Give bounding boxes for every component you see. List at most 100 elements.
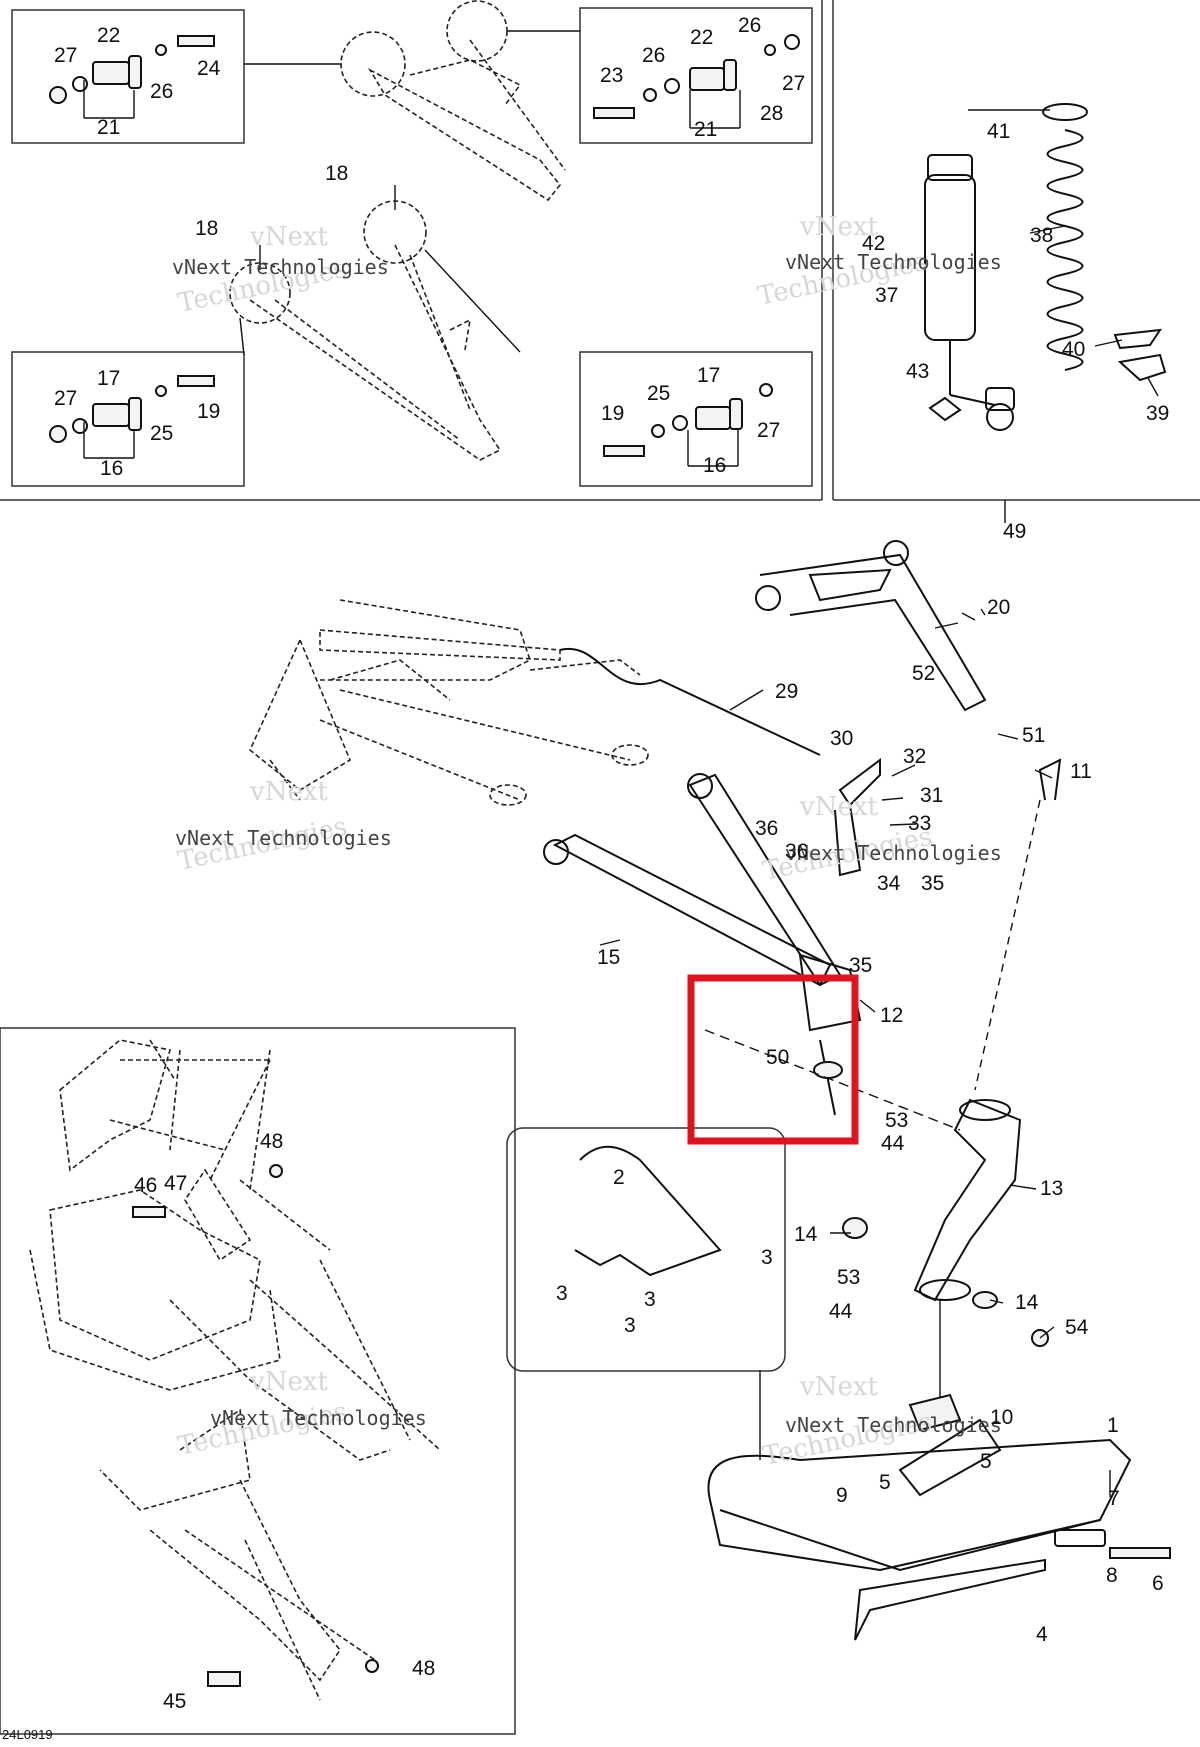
part-label: 35 [849, 954, 872, 977]
inset-bushing-upper-left [11, 9, 245, 144]
shock-absorber-drawing [924, 103, 1167, 431]
part-label: 17 [697, 364, 720, 387]
part-label: 39 [1146, 402, 1169, 425]
part-label: 29 [775, 680, 798, 703]
bushing-kits [49, 34, 800, 467]
part-label: 19 [601, 402, 624, 425]
part-label: 43 [906, 360, 929, 383]
part-label: 18 [325, 162, 348, 185]
part-label: 48 [412, 1657, 435, 1680]
part-label: 37 [875, 284, 898, 307]
part-label: 20 [987, 596, 1010, 619]
part-label: 45 [163, 1690, 186, 1713]
frame-structure-panel [0, 1027, 516, 1735]
part-label: 27 [54, 387, 77, 410]
part-label: 36 [785, 840, 808, 863]
part-label: 31 [920, 784, 943, 807]
ski-handle-inset [506, 1127, 786, 1372]
part-number-labels: 27 22 26 24 21 23 26 22 26 27 28 21 18 1… [54, 14, 1169, 1713]
part-label: 15 [597, 946, 620, 969]
part-label: 22 [97, 24, 120, 47]
watermark-line1: vNext [799, 1372, 878, 1402]
watermark-text: vNext Technologies [785, 841, 1002, 865]
part-label: 26 [642, 44, 665, 67]
part-label: 18 [195, 217, 218, 240]
part-label: 27 [757, 419, 780, 442]
part-label: 3 [644, 1288, 656, 1311]
part-label: 5 [879, 1471, 891, 1494]
part-label: 22 [690, 26, 713, 49]
part-label: 54 [1065, 1316, 1089, 1339]
part-label: 12 [880, 1004, 903, 1027]
front-suspension-drawing [249, 540, 1171, 1641]
callout-leaders [599, 109, 1159, 1497]
part-label: 27 [782, 72, 805, 95]
part-label: 40 [1062, 338, 1085, 361]
part-label: 2 [613, 1166, 625, 1189]
part-label: 42 [862, 232, 885, 255]
part-label: 53 [885, 1109, 908, 1132]
part-label: 3 [624, 1314, 636, 1337]
part-label: 5 [980, 1450, 992, 1473]
inset-bushing-lower-right [579, 351, 813, 487]
watermark-text: vNext Technologies [785, 1413, 1002, 1437]
watermark-text: vNext Technologies [210, 1406, 427, 1430]
part-label: 47 [164, 1172, 187, 1195]
part-label: 53 [837, 1266, 860, 1289]
part-label: 11 [1070, 760, 1092, 783]
inset-leaders [239, 30, 580, 356]
part-label: 6 [1152, 1572, 1164, 1595]
part-label: 48 [260, 1130, 283, 1153]
part-label: 44 [829, 1300, 853, 1323]
part-label: 9 [836, 1484, 848, 1507]
part-label: 24 [197, 57, 221, 80]
part-label: 21 [694, 118, 717, 141]
highlight-box-part-50 [687, 974, 859, 1145]
part-label: 35 [921, 872, 944, 895]
part-label: 26 [738, 14, 761, 37]
inset-bushing-upper-right [579, 7, 813, 144]
part-label: 7 [1108, 1487, 1120, 1510]
part-label: 23 [600, 64, 623, 87]
inset-bushing-lower-left [11, 351, 245, 487]
part-label: 38 [1030, 224, 1053, 247]
part-label: 27 [54, 44, 77, 67]
part-label: 10 [990, 1406, 1013, 1429]
part-label: 32 [903, 745, 926, 768]
part-label: 16 [100, 457, 123, 480]
part-label: 19 [197, 400, 220, 423]
part-label: 41 [987, 120, 1010, 143]
watermark-text: vNext Technologies [785, 250, 1002, 274]
part-label: 50 [766, 1046, 789, 1069]
frame-structure-drawing [29, 1039, 441, 1701]
part-label: 34 [877, 872, 901, 895]
watermark-text: vNext Technologies [172, 255, 389, 279]
part-label: 3 [556, 1282, 568, 1305]
part-label: 28 [760, 102, 783, 125]
part-label: 3 [761, 1246, 773, 1269]
drawing-code: 24L0919 [2, 1727, 53, 1742]
part-label: 30 [830, 727, 853, 750]
part-label: 1 [1107, 1414, 1119, 1437]
part-label: 14 [794, 1223, 818, 1246]
part-label: 44 [881, 1132, 905, 1155]
part-label: 25 [647, 382, 670, 405]
part-label: 25 [150, 422, 173, 445]
part-label: 13 [1040, 1177, 1063, 1200]
part-label: 4 [1036, 1623, 1048, 1646]
watermark-line1: vNext [799, 792, 878, 822]
watermark-line1: vNext [249, 222, 328, 252]
part-label: 14 [1015, 1291, 1039, 1314]
part-label: 52 [912, 662, 935, 685]
watermark-line1: vNext [249, 777, 328, 807]
part-label: 8 [1106, 1564, 1118, 1587]
part-label: 17 [97, 367, 120, 390]
part-label: 33 [908, 812, 931, 835]
watermark-text: vNext Technologies [175, 826, 392, 850]
part-label: 21 [97, 116, 120, 139]
part-label: 51 [1022, 724, 1045, 747]
part-label: 49 [1003, 520, 1026, 543]
